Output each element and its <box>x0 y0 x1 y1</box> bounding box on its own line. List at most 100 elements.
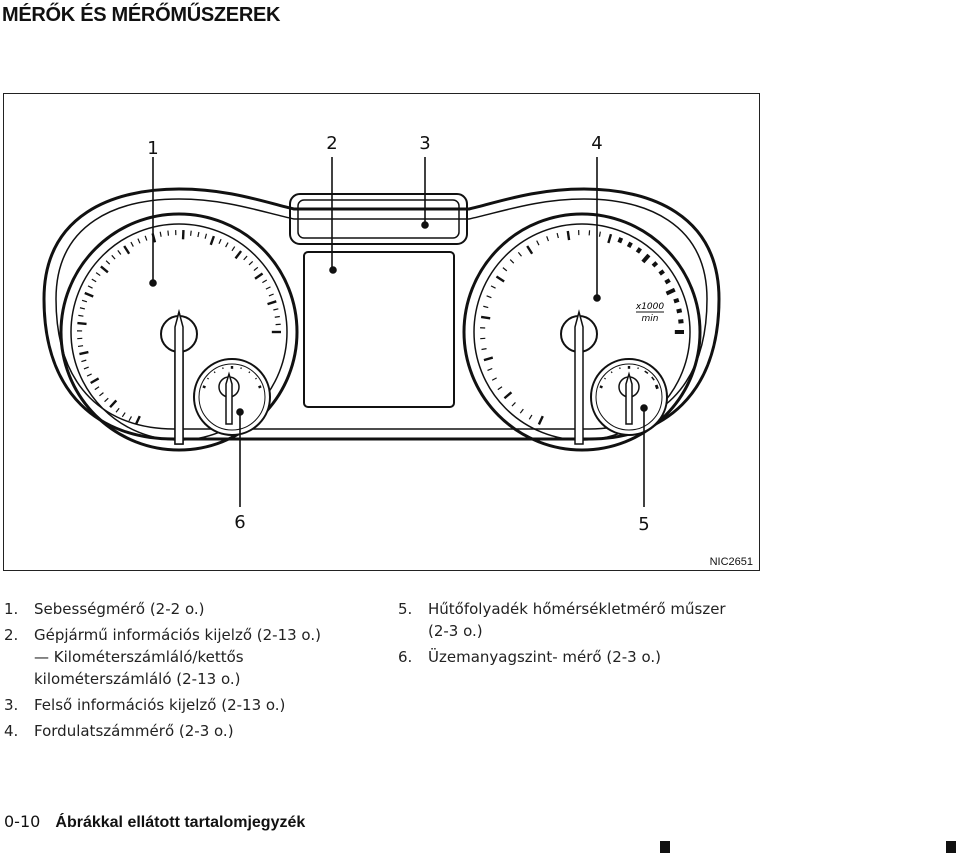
cluster-illustration: x1000 min 1 2 3 4 5 6 <box>42 133 721 535</box>
gauge-tick <box>90 377 100 385</box>
gauge-tick <box>225 242 229 248</box>
legend-item-text: Üzemanyagszint- mérő (2-3 o.) <box>428 648 662 666</box>
gauge-tick <box>84 291 94 298</box>
gauge-tick <box>86 373 92 377</box>
callout-leaders <box>149 157 648 507</box>
callout-3: 3 <box>419 133 430 154</box>
legend-item-6: 6. Üzemanyagszint- mérő (2-3 o.) <box>398 646 778 668</box>
legend-item-number: 2. <box>4 626 19 644</box>
gauge-tick <box>258 385 262 389</box>
gauge-tick <box>599 385 603 389</box>
callout-6: 6 <box>234 512 245 533</box>
gauge-tick <box>202 385 206 389</box>
gauge-tick <box>511 402 516 407</box>
gauge-tick <box>95 272 101 277</box>
gauge-tick <box>167 230 170 236</box>
gauge-tick <box>490 285 496 289</box>
gauge-tick <box>87 285 93 289</box>
callout-4: 4 <box>591 133 602 154</box>
gauge-tick <box>503 391 513 400</box>
callout-2: 2 <box>326 133 337 154</box>
gauge-tick <box>81 359 87 363</box>
gauge-tick <box>526 245 534 255</box>
gauge-tick <box>100 265 109 274</box>
gauge-tick <box>117 250 122 255</box>
gauge-tick <box>267 300 277 306</box>
gauge-tick <box>658 269 665 276</box>
gauge-tick <box>109 399 118 409</box>
speedometer-ticks <box>76 230 281 425</box>
gauge-tick <box>546 236 550 242</box>
gauge-tick <box>268 293 274 297</box>
upper-display-frame-inner <box>297 199 460 239</box>
gauge-tick <box>635 247 642 254</box>
gauge-tick <box>483 305 489 309</box>
gauge-tick <box>487 367 493 371</box>
gauge-tick <box>218 238 222 244</box>
gauge-tick <box>654 384 659 390</box>
legend-item-1: 1. Sebességmérő (2-2 o.) <box>4 598 384 620</box>
gauge-tick <box>128 416 132 422</box>
gauge-tick <box>491 377 497 381</box>
legend-left: 1. Sebességmérő (2-2 o.) 2. Gépjármű inf… <box>4 598 384 742</box>
gauge-tick <box>641 253 651 264</box>
legend-item-text: Sebességmérő (2-2 o.) <box>34 600 205 618</box>
legend-item-text: Hűtőfolyadék hőmérsékletmérő műszer <box>428 600 726 618</box>
tachometer-bezel <box>462 212 702 452</box>
gauge-tick <box>651 376 655 381</box>
gauge-tick <box>617 237 624 244</box>
gauge-tick <box>556 232 559 239</box>
gauge-tick <box>204 233 208 239</box>
tachometer-ticks <box>480 230 684 425</box>
gauge-tick <box>159 231 162 237</box>
tachometer-needle <box>574 309 584 445</box>
gauge-tick <box>209 235 216 246</box>
gauge-tick <box>517 251 522 257</box>
legend-item-number: 5. <box>398 600 413 618</box>
gauge-tick <box>94 386 100 391</box>
page-footer: 0-10 Ábrákkal ellátott tartalomjegyzék <box>4 812 305 832</box>
legend-item-text: (2-3 o.) <box>428 622 483 640</box>
gauge-tick <box>566 230 571 241</box>
footer-title: Ábrákkal ellátott tartalomjegyzék <box>55 814 306 831</box>
gauge-tick <box>91 278 97 283</box>
gauge-tick <box>77 345 84 348</box>
gauge-tick <box>104 397 109 403</box>
crop-mark-left <box>660 841 670 853</box>
gauge-tick <box>483 356 494 362</box>
gauge-tick <box>274 315 280 318</box>
gauge-tick <box>99 392 104 397</box>
upper-display-frame-outer <box>289 193 468 245</box>
gauge-tick <box>207 377 210 380</box>
gauge-tick <box>105 260 111 265</box>
speedometer-bezel <box>59 212 299 452</box>
legend-item-3: 3. Felső információs kijelző (2-13 o.) <box>4 694 384 716</box>
legend-item-number: 1. <box>4 600 19 618</box>
gauge-tick <box>231 246 236 252</box>
gauge-tick <box>273 308 279 311</box>
gauge-tick <box>121 412 126 418</box>
gauge-tick <box>676 308 683 314</box>
gauge-tick <box>81 299 88 303</box>
gauge-tick <box>481 348 487 351</box>
gauge-tick <box>537 415 544 425</box>
section-title: MÉRŐK ÉS MÉRŐMŰSZEREK <box>2 4 281 26</box>
callout-1: 1 <box>147 138 158 159</box>
fuel-gauge-ticks <box>202 366 262 389</box>
gauge-tick <box>610 371 613 374</box>
gauge-tick <box>130 241 134 247</box>
gauge-tick <box>115 407 120 413</box>
legend-item-2: 2. Gépjármű információs kijelző (2-13 o.… <box>4 624 384 690</box>
gauge-tick <box>248 371 251 374</box>
gauge-tick <box>190 230 192 236</box>
gauge-tick <box>254 272 264 280</box>
gauge-tick <box>486 295 492 299</box>
temperature-gauge-ticks <box>599 366 659 390</box>
gauge-tick <box>502 267 508 272</box>
gauge-tick <box>254 377 257 380</box>
gauge-tick <box>197 231 200 238</box>
legend-item-number: 4. <box>4 722 19 740</box>
gauge-tick <box>519 408 524 414</box>
cluster-housing-inner <box>55 198 708 430</box>
gauge-tick <box>79 350 89 356</box>
